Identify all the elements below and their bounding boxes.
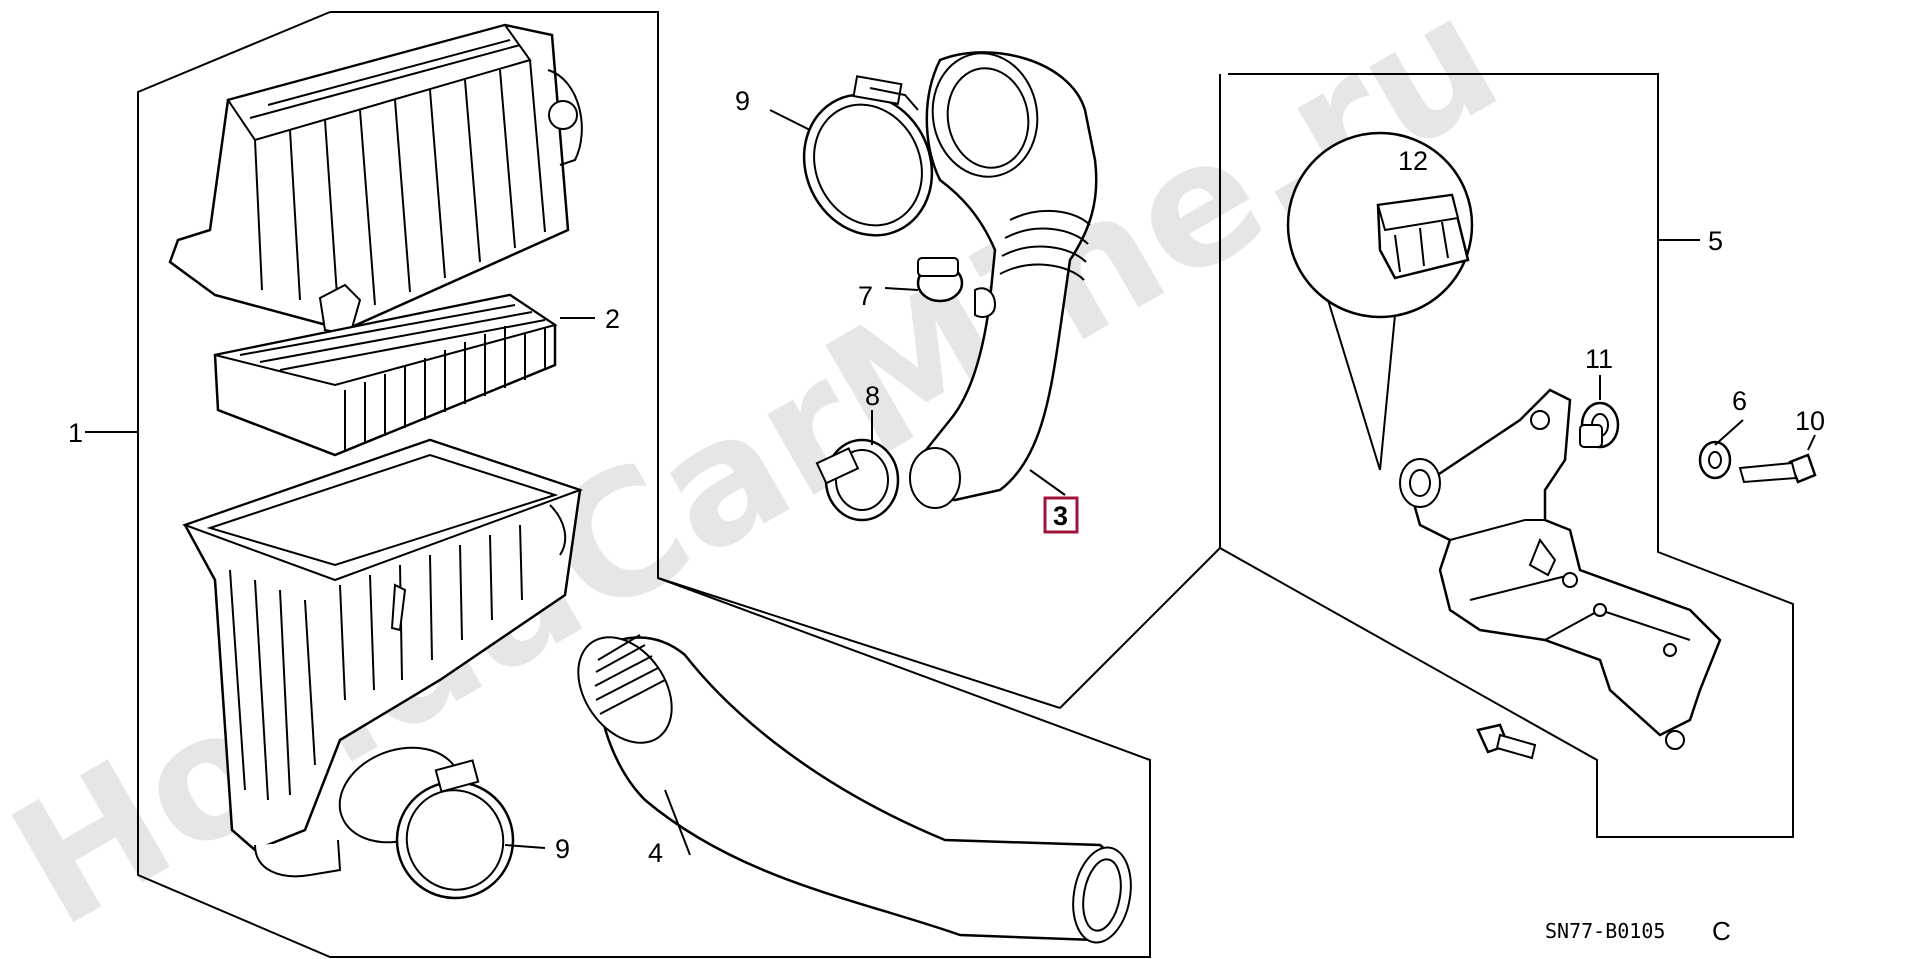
callout-10[interactable]: 10 xyxy=(1795,406,1825,436)
bolt-10[interactable] xyxy=(1738,453,1817,484)
rubber-mount-12[interactable] xyxy=(1376,193,1470,280)
hose-clamp-upper[interactable] xyxy=(781,74,954,257)
callout-5[interactable]: 5 xyxy=(1708,226,1723,256)
hose-clamp-8[interactable] xyxy=(815,438,900,522)
air-filter-element[interactable] xyxy=(213,293,558,457)
callout-1[interactable]: 1 xyxy=(68,418,83,448)
small-clamp-7[interactable] xyxy=(916,257,964,303)
callout-9-lower[interactable]: 9 xyxy=(555,834,570,864)
callout-6[interactable]: 6 xyxy=(1732,386,1747,416)
callout-7[interactable]: 7 xyxy=(858,281,873,311)
bolt-lower[interactable] xyxy=(1476,723,1537,760)
callout-3[interactable]: 3 xyxy=(1053,501,1068,531)
diagram-code: SN77-B0105 xyxy=(1545,919,1665,943)
washer-6[interactable] xyxy=(1698,440,1732,480)
diagram-code-suffix: C xyxy=(1712,916,1731,946)
callout-8[interactable]: 8 xyxy=(865,381,880,411)
grommet-11[interactable] xyxy=(1579,401,1620,449)
hose-clamp-lower[interactable] xyxy=(381,759,530,914)
callout-2[interactable]: 2 xyxy=(605,304,620,334)
intake-duct[interactable] xyxy=(559,620,1138,948)
callout-9-upper[interactable]: 9 xyxy=(735,86,750,116)
group-outline-part-5-leader xyxy=(1059,547,1221,709)
air-cleaner-bracket[interactable] xyxy=(1399,388,1722,750)
group-outline-part-5-join xyxy=(657,577,1061,709)
callout-12[interactable]: 12 xyxy=(1398,146,1428,176)
callout-4[interactable]: 4 xyxy=(648,838,663,868)
group-outline-part-1 xyxy=(137,11,1151,958)
group-outline-part-5 xyxy=(1219,73,1794,838)
detail-magnifier-part-12 xyxy=(1286,131,1474,471)
leader-lines xyxy=(85,109,1816,856)
highlight-box-part-3 xyxy=(1043,496,1079,534)
air-cleaner-cover[interactable] xyxy=(168,23,583,337)
callout-11[interactable]: 11 xyxy=(1585,344,1613,374)
intake-hose[interactable] xyxy=(909,45,1098,509)
